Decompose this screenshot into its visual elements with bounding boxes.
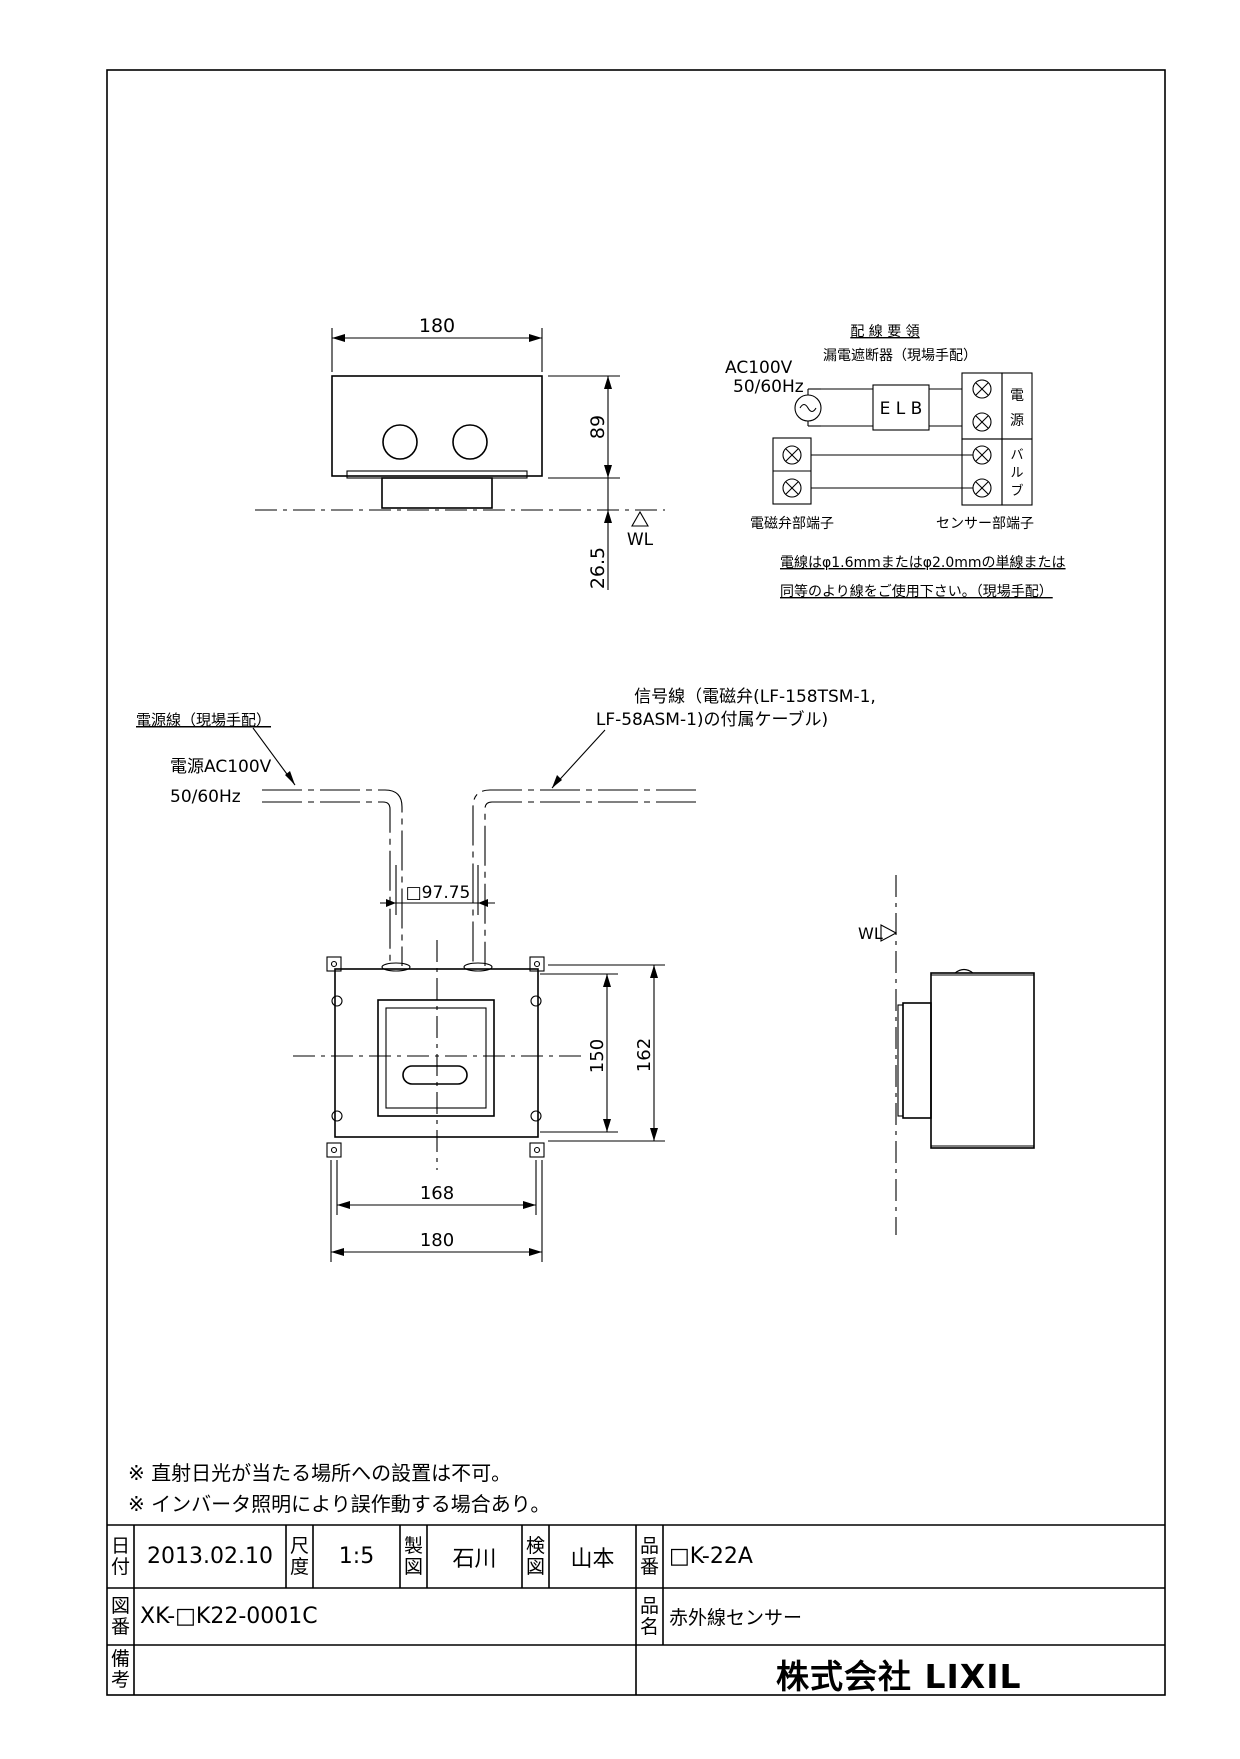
corner-brackets bbox=[326, 956, 545, 1158]
dim-150: 150 bbox=[587, 1039, 608, 1073]
sensor-face-inner bbox=[385, 1007, 487, 1109]
dim-26-5: 26.5 bbox=[587, 547, 609, 589]
ac-frequency-label: 50/60Hz bbox=[733, 377, 804, 397]
signal-cable-label-2: LF-58ASM-1)の付属ケーブル) bbox=[596, 709, 828, 730]
box-body-side bbox=[930, 972, 1035, 1149]
label-scale: 尺度 bbox=[289, 1534, 309, 1578]
plan-view: 電源線（現場手配） 電源AC100V 50/60Hz 信号線（電磁弁(LF-15… bbox=[136, 687, 876, 1262]
power-cable-label: 電源線（現場手配） bbox=[136, 711, 271, 729]
dim-89: 89 bbox=[587, 415, 609, 439]
sensor-face-outer bbox=[377, 999, 495, 1117]
elb-label: E L B bbox=[880, 399, 923, 419]
label-product-name: 品名 bbox=[639, 1594, 659, 1638]
mounting-box bbox=[381, 477, 493, 509]
label-part-no: 品番 bbox=[639, 1534, 659, 1578]
signal-cable-inner bbox=[484, 801, 696, 966]
dim-168: 168 bbox=[420, 1183, 454, 1204]
wl-triangle-side bbox=[880, 924, 898, 942]
wl-label-side: WL bbox=[858, 924, 883, 943]
terminal-valve-label-1: バ bbox=[1010, 448, 1023, 463]
dim-180-top: 180 bbox=[419, 315, 455, 337]
power-frequency-label: 50/60Hz bbox=[170, 787, 241, 807]
sensor-window-slot bbox=[402, 1065, 468, 1085]
value-drawn-by: 石川 bbox=[452, 1546, 497, 1572]
sheet-border bbox=[106, 69, 1166, 1696]
power-cable-inner bbox=[262, 801, 391, 966]
elb-box bbox=[872, 384, 930, 431]
power-cable-outer bbox=[262, 789, 403, 966]
note-inverter-lighting: ※ インバータ照明により誤作動する場合あり。 bbox=[128, 1492, 551, 1516]
flange-plate bbox=[346, 470, 528, 479]
ac-voltage-label: AC100V bbox=[725, 358, 793, 378]
dim-180-bottom: 180 bbox=[420, 1230, 454, 1251]
wiring-title: 配 線 要 領 bbox=[850, 323, 919, 340]
terminal-power-label-2: 源 bbox=[1010, 413, 1024, 429]
value-drawing-no: XK-□K22-0001C bbox=[140, 1604, 318, 1629]
sensor-window-left bbox=[382, 424, 418, 460]
side-view: WL bbox=[858, 875, 1035, 1235]
value-remarks bbox=[134, 1645, 636, 1695]
label-checked: 検図 bbox=[525, 1534, 545, 1578]
front-view: 180 89 26.5 WL bbox=[255, 315, 665, 590]
sensor-window-right bbox=[452, 424, 488, 460]
mounting-holes bbox=[331, 995, 542, 1122]
note-direct-sunlight: ※ 直射日光が当たる場所への設置は不可。 bbox=[128, 1461, 512, 1485]
wiring-diagram: 配 線 要 領 漏電遮断器（現場手配） AC100V 50/60Hz E L B… bbox=[725, 323, 1066, 600]
label-date: 日付 bbox=[110, 1534, 130, 1578]
wl-triangle-marker bbox=[631, 510, 649, 527]
value-checked-by: 山本 bbox=[570, 1546, 615, 1572]
signal-leader-line bbox=[551, 729, 606, 789]
value-date: 2013.02.10 bbox=[147, 1544, 273, 1569]
signal-cable-outer bbox=[472, 789, 696, 966]
signal-cable-label-1: 信号線（電磁弁(LF-158TSM-1, bbox=[634, 687, 876, 707]
label-drawn: 製図 bbox=[403, 1534, 423, 1578]
sensor-terminal-label: センサー部端子 bbox=[936, 516, 1034, 532]
wire-note-line-2: 同等のより線をご使用下さい。（現場手配） bbox=[780, 583, 1053, 600]
power-voltage-label: 電源AC100V bbox=[170, 757, 272, 777]
sensor-terminal-valve bbox=[961, 438, 1003, 506]
value-part-no: □K-22A bbox=[669, 1544, 753, 1569]
title-block-grid bbox=[107, 1524, 1165, 1695]
terminal-valve-label-3: ブ bbox=[1010, 483, 1023, 499]
wl-label-front: WL bbox=[627, 530, 654, 550]
company-logo-text: 株式会社 LIXIL bbox=[776, 1657, 1022, 1696]
sensor-body-front bbox=[331, 375, 543, 477]
wire-note-line-1: 電線はφ1.6mmまたはφ2.0mmの単線または bbox=[780, 555, 1066, 571]
label-remarks: 備考 bbox=[110, 1648, 130, 1691]
label-drawing-no: 図番 bbox=[110, 1594, 130, 1638]
sensor-terminal-power bbox=[961, 372, 1003, 440]
dim-pitch: □97.75 bbox=[406, 883, 471, 903]
breaker-label: 漏電遮断器（現場手配） bbox=[823, 348, 977, 364]
value-scale: 1:5 bbox=[338, 1544, 375, 1569]
value-product-name: 赤外線センサー bbox=[669, 1607, 803, 1629]
terminal-valve-label-2: ル bbox=[1010, 466, 1023, 481]
dim-162: 162 bbox=[634, 1038, 655, 1072]
flange-side bbox=[902, 1002, 932, 1119]
valve-terminal-label: 電磁弁部端子 bbox=[750, 516, 834, 532]
terminal-power-label-1: 電 bbox=[1010, 388, 1024, 404]
